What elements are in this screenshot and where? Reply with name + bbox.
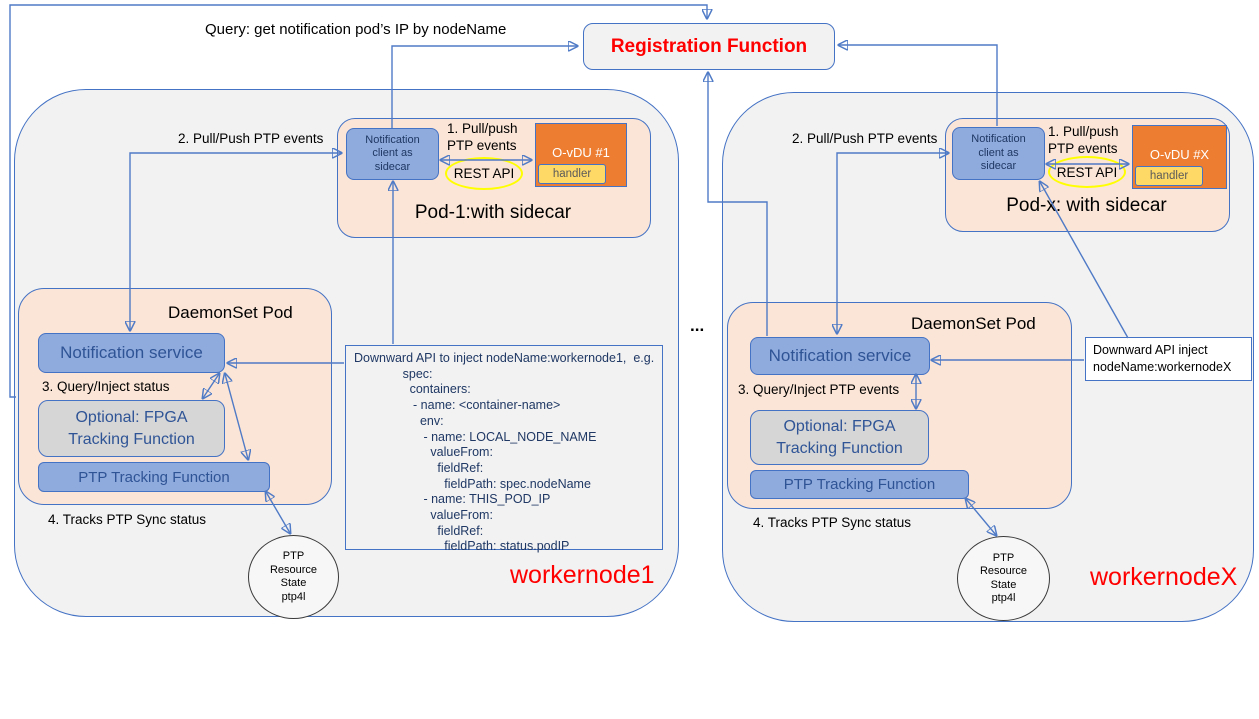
workernode1-notification-service-box: Notification service: [38, 333, 225, 373]
workernodex-step2-label: 2. Pull/Push PTP events: [792, 131, 938, 146]
pod1-step1-label: 1. Pull/push PTP events: [447, 121, 518, 153]
workernodex-step4-label: 4. Tracks PTP Sync status: [753, 515, 912, 530]
workernode1-label: workernode1: [510, 561, 655, 589]
workernode1-step2-label: 2. Pull/Push PTP events: [178, 131, 324, 146]
registration-function-box: Registration Function: [583, 23, 835, 70]
podx-ovdu-box: O-vDU #X handler: [1132, 125, 1227, 189]
podx-rest-api-ellipse: REST API: [1048, 156, 1126, 188]
pod1-notification-client-box: Notification client as sidecar: [346, 128, 439, 180]
podx-notification-client-box: Notification client as sidecar: [952, 127, 1045, 180]
podx-ovdu-label: O-vDU #X: [1149, 147, 1210, 162]
podx-handler-box: handler: [1135, 166, 1203, 186]
workernodex-ptp-tracking-box: PTP Tracking Function: [750, 470, 969, 499]
ellipsis-label: ...: [690, 316, 705, 335]
podx-title: Pod-x: with sidecar: [1006, 195, 1167, 216]
workernodex-ptp-resource-state-circle: PTP Resource State ptp4l: [957, 536, 1050, 621]
workernode1-ptp-resource-state-circle: PTP Resource State ptp4l: [248, 535, 339, 619]
pod1-ovdu-label: O-vDU #1: [552, 145, 610, 160]
workernode1-fpga-tracking-box: Optional: FPGA Tracking Function: [38, 400, 225, 457]
podx-step1-label: 1. Pull/push PTP events: [1048, 124, 1119, 156]
workernode1-ptp-tracking-box: PTP Tracking Function: [38, 462, 270, 492]
pod1-title: Pod-1:with sidecar: [414, 202, 572, 223]
pod1-ovdu-box: O-vDU #1 handler: [535, 123, 627, 187]
workernode1-downward-api-box: Downward API to inject nodeName:workerno…: [345, 345, 663, 553]
pod1-handler-box: handler: [538, 164, 606, 184]
workernodex-step3-label: 3. Query/Inject PTP events: [738, 382, 900, 397]
workernodex-downward-api-box: Downward API inject nodeName:workernodeX: [1085, 337, 1252, 381]
workernodex-fpga-tracking-box: Optional: FPGA Tracking Function: [750, 410, 929, 465]
registration-function-label: Registration Function: [610, 35, 808, 57]
workernodex-label: workernodeX: [1090, 563, 1238, 591]
pod1-rest-api-ellipse: REST API: [445, 157, 523, 190]
workernode1-daemonset-title: DaemonSet Pod: [168, 303, 293, 322]
query-label: Query: get notification pod’s IP by node…: [205, 21, 507, 38]
workernodex-daemonset-title: DaemonSet Pod: [911, 314, 1036, 333]
workernodex-notification-service-box: Notification service: [750, 337, 930, 375]
workernode1-step3-label: 3. Query/Inject status: [42, 379, 170, 394]
workernode1-step4-label: 4. Tracks PTP Sync status: [48, 512, 207, 527]
